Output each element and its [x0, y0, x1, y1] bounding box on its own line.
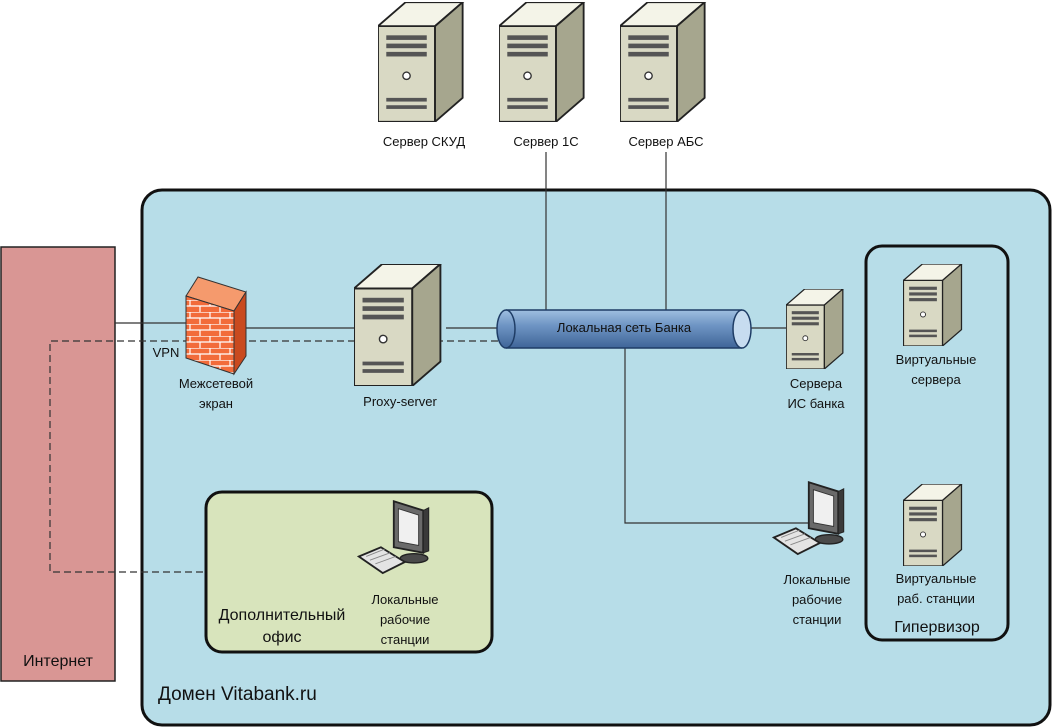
virtual-servers-icon: [903, 264, 963, 346]
virtual-workstations-icon: [903, 484, 963, 566]
branch-workstations-label: Локальные рабочие станции: [371, 592, 439, 647]
virtual-servers-label: Виртуальные сервера: [895, 352, 977, 387]
internet-label: Интернет: [23, 653, 93, 670]
firewall-icon: [185, 276, 247, 376]
proxy-server-icon: [354, 264, 442, 386]
server-abs-icon: [620, 2, 706, 122]
server-skud-label: Сервер СКУД: [382, 134, 466, 149]
server-skud-icon: [378, 2, 464, 122]
is-servers-label: Сервера ИС банка: [787, 376, 845, 411]
local-workstations-label: Локальные рабочие станции: [783, 572, 851, 627]
firewall-label: Межсетевой экран: [178, 376, 254, 411]
server-1c-icon: [499, 2, 585, 122]
link-lan-workstations: [624, 346, 810, 524]
domain-label: Домен Vitabank.ru: [158, 684, 317, 705]
server-1c-label: Сервер 1С: [513, 134, 579, 149]
hypervisor-label: Гипервизор: [894, 619, 980, 636]
branch-office-label: Дополнительный офис: [218, 607, 346, 646]
lan-pipe: [496, 309, 752, 349]
virtual-workstations-label: Виртуальные раб. станции: [895, 571, 977, 606]
proxy-server-label: Proxy-server: [363, 394, 437, 409]
server-abs-label: Сервер АБС: [628, 134, 704, 149]
is-servers-icon: [786, 289, 844, 369]
vpn-label: VPN: [152, 345, 180, 360]
lan-label: Локальная сеть Банка: [556, 320, 692, 335]
internet-zone: [0, 246, 116, 682]
vpn-tunnel-line: [49, 340, 498, 573]
hypervisor-zone: [864, 244, 1010, 642]
